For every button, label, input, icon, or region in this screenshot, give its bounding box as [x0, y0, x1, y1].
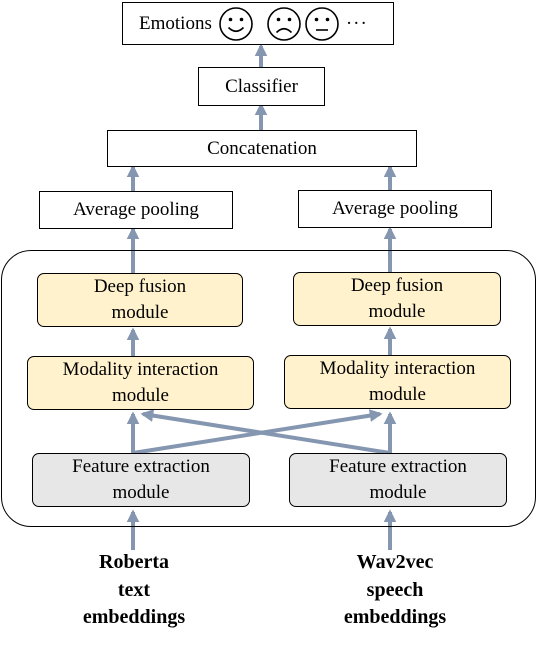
text-input-line3: embeddings: [82, 606, 186, 628]
speech-input-line3: embeddings: [343, 606, 447, 628]
left-fusion-line2: module: [111, 302, 169, 323]
right-interaction-line2: module: [369, 384, 426, 405]
more-emotions-ellipsis: ···: [345, 12, 368, 34]
left-feature-extraction-module: Feature extraction module: [32, 453, 250, 507]
right-fusion-line2: module: [368, 301, 426, 322]
left-pooling-label: Average pooling: [73, 199, 199, 221]
sad-face-icon: [267, 6, 301, 41]
left-interaction-line2: module: [112, 385, 169, 406]
right-deep-fusion-module: Deep fusion module: [293, 272, 501, 326]
left-modality-interaction-module: Modality interaction module: [27, 356, 254, 410]
left-feature-line1: Feature extraction: [72, 456, 210, 478]
right-average-pooling-box: Average pooling: [298, 190, 492, 228]
left-deep-fusion-module: Deep fusion module: [37, 273, 243, 327]
smiling-face-icon: [219, 6, 253, 41]
left-feature-line2: module: [112, 482, 170, 503]
right-feature-extraction-module: Feature extraction module: [289, 453, 507, 507]
speech-input-label: Wav2vec speech embeddings: [305, 549, 485, 632]
classifier-box: Classifier: [198, 67, 325, 106]
right-modality-interaction-module: Modality interaction module: [284, 355, 511, 409]
text-input-line2: text: [117, 578, 151, 601]
text-input-line1: Roberta: [99, 551, 169, 573]
concatenation-box: Concatenation: [107, 130, 417, 167]
right-pooling-label: Average pooling: [332, 198, 458, 220]
emotions-label: Emotions: [139, 12, 212, 34]
right-interaction-line1: Modality interaction: [319, 358, 476, 380]
concatenation-label: Concatenation: [207, 137, 317, 159]
arrow-right-feature-cross: [140, 409, 391, 455]
right-feature-line2: module: [369, 482, 427, 503]
emotions-output-box: Emotions ···: [122, 2, 394, 45]
speech-input-line1: Wav2vec: [356, 551, 434, 573]
left-average-pooling-box: Average pooling: [39, 191, 233, 229]
left-fusion-line1: Deep fusion: [93, 276, 187, 298]
encoder-container: [1, 250, 536, 527]
right-feature-line1: Feature extraction: [329, 456, 467, 478]
right-fusion-line1: Deep fusion: [350, 275, 444, 297]
text-input-label: Roberta text embeddings: [44, 549, 224, 632]
speech-input-line2: speech: [366, 578, 424, 601]
neutral-face-icon: [305, 6, 339, 41]
classifier-label: Classifier: [225, 75, 298, 97]
left-interaction-line1: Modality interaction: [62, 359, 219, 381]
